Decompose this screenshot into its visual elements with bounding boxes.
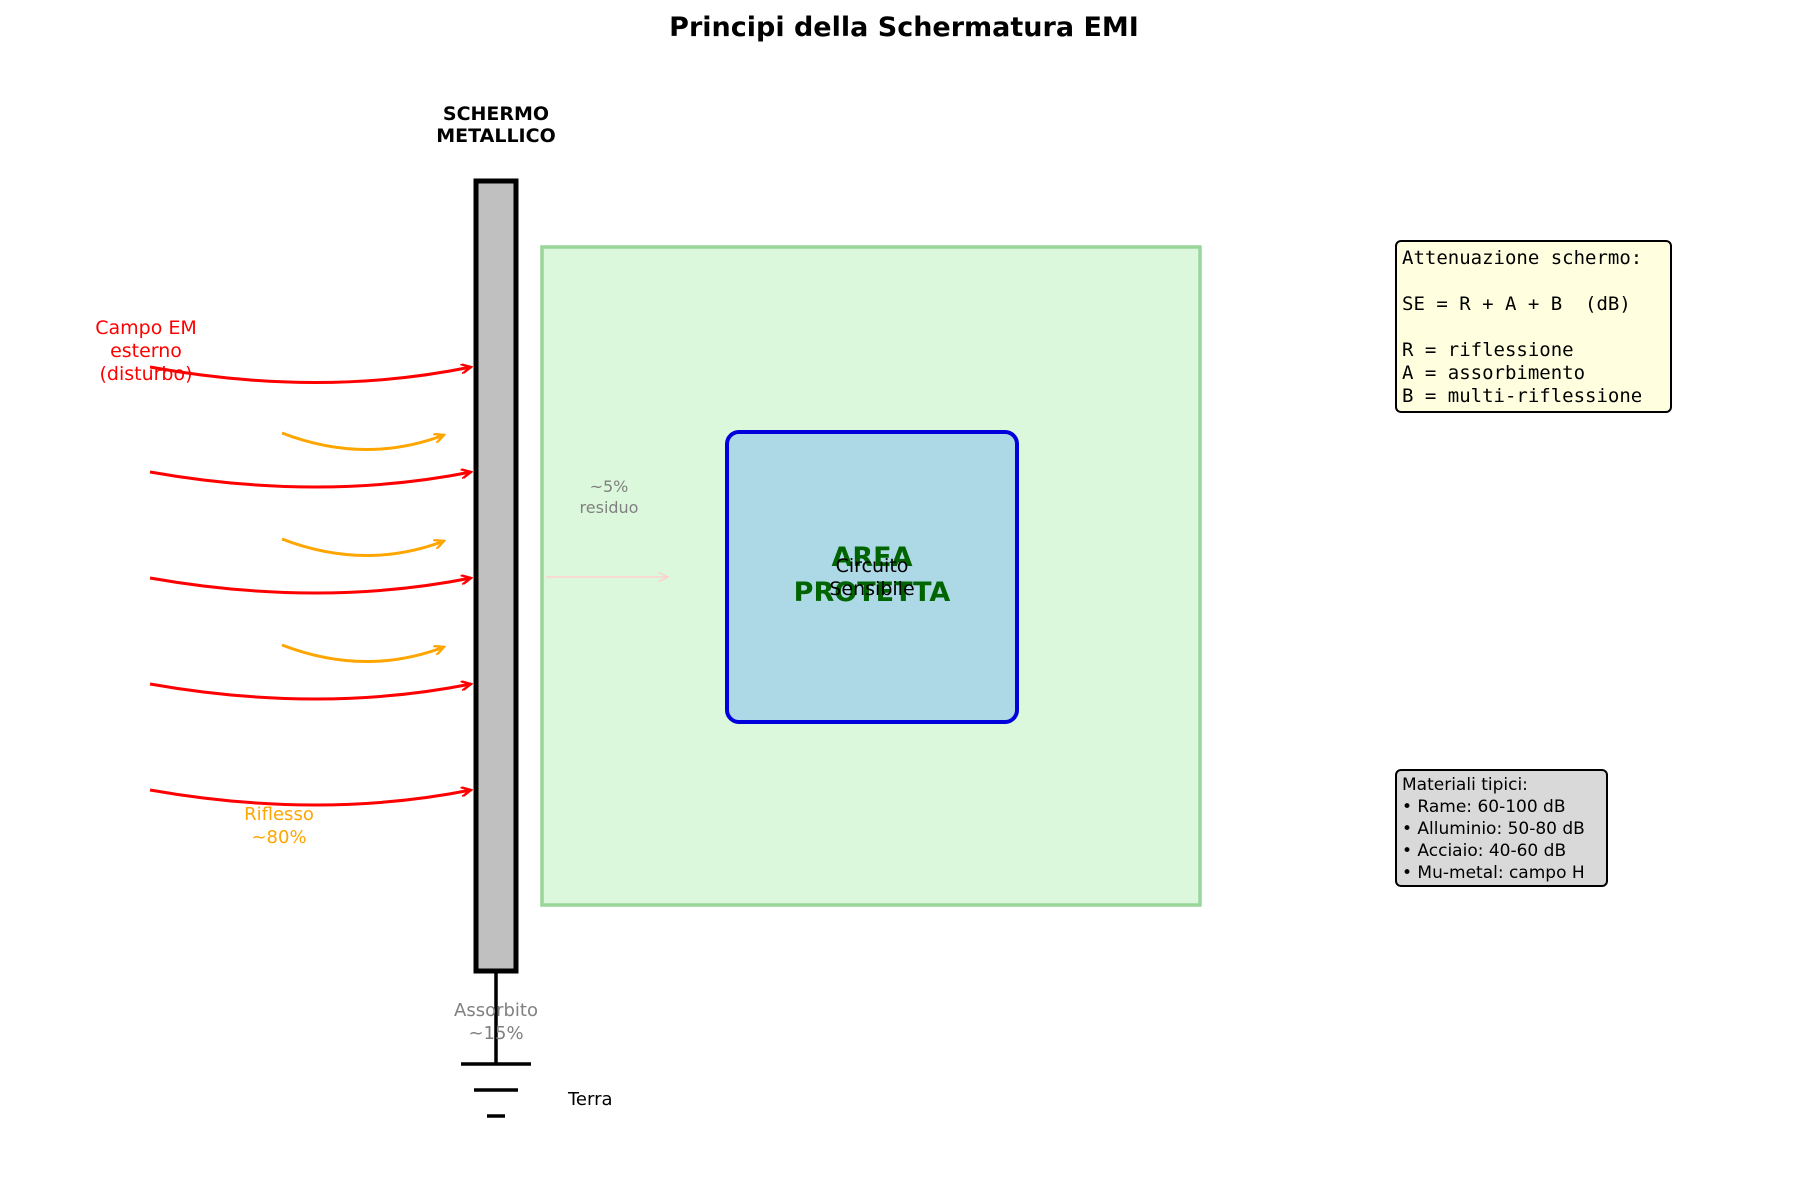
formula-term-r: R = riflessione [1402, 339, 1574, 361]
external-field-label-line3: (disturbo) [99, 363, 192, 385]
residual-label-line1: ~5% [590, 477, 629, 496]
ground-label: Terra [567, 1089, 613, 1110]
sensitive-circuit [725, 430, 1019, 724]
materials-heading: Materiali tipici: [1402, 775, 1528, 795]
incident-arrow [149, 790, 471, 807]
formula-box-title: Attenuazione schermo: [1402, 247, 1642, 269]
protected-area-label-line2: PROTETTA [794, 577, 951, 608]
material-item: • Mu-metal: campo H [1402, 863, 1585, 883]
reflected-label-line1: Riflesso [244, 804, 314, 825]
shield-label-line1: SCHERMO [443, 103, 549, 125]
formula-box: Attenuazione schermo: SE = R + A + B (dB… [1395, 240, 1672, 413]
incident-arrow [149, 472, 471, 489]
incident-arrow [149, 367, 471, 384]
formula-term-a: A = assorbimento [1402, 362, 1585, 384]
formula-term-b: B = multi-riflessione [1402, 385, 1642, 407]
reflected-arrow [281, 643, 444, 663]
protected-area-label-line1: AREA [831, 542, 912, 573]
circuit-label-line1: Circuito [836, 555, 909, 577]
absorbed-label-line1: Assorbito [454, 1000, 538, 1021]
material-item: • Alluminio: 50-80 dB [1402, 819, 1585, 839]
reflected-arrow [281, 537, 444, 557]
circuit-label-line2: Sensibile [829, 578, 914, 600]
external-field-label-line1: Campo EM [95, 317, 197, 339]
materials-box: Materiali tipici: • Rame: 60-100 dB • Al… [1395, 769, 1608, 887]
reflected-arrows [281, 431, 444, 663]
reflected-label-line2: ~80% [251, 827, 306, 848]
incident-field-arrows [149, 367, 471, 807]
reflected-arrow [281, 431, 444, 451]
formula-equation: SE = R + A + B (dB) [1402, 293, 1631, 315]
incident-arrow [149, 684, 471, 701]
diagram-title: Principi della Schermatura EMI [669, 12, 1139, 43]
external-field-label-line2: esterno [110, 340, 182, 362]
material-item: • Rame: 60-100 dB [1402, 797, 1566, 817]
shield-label-line2: METALLICO [436, 125, 555, 147]
metal-shield [473, 178, 519, 974]
material-item: • Acciaio: 40-60 dB [1402, 841, 1566, 861]
incident-arrow [149, 578, 471, 595]
ground-symbol [461, 971, 531, 1118]
absorbed-label-line2: ~15% [468, 1023, 523, 1044]
residual-label-line2: residuo [580, 498, 639, 517]
